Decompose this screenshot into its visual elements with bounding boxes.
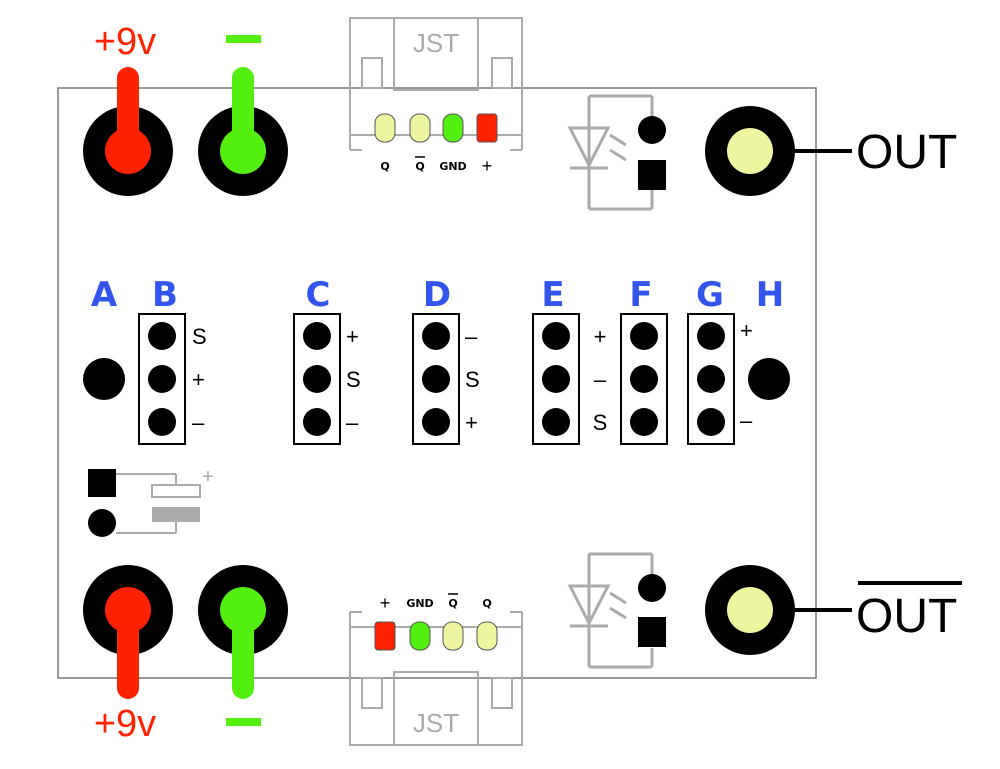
jst-bottom-pin-qbar [442,621,464,651]
jst-top-label: JST [413,28,459,58]
capacitor-polarity-label: + [202,466,214,488]
jst-bottom-pin-q [476,621,498,651]
header-e-label-3: S [593,410,608,435]
led-top-pin-square [638,160,666,190]
led-symbol-top [567,94,654,211]
header-b-frame [138,313,186,445]
jst-top-pin-qbar [409,113,431,143]
header-g-label-1: + [740,318,753,343]
header-c-pin-3 [303,408,331,436]
jst-bottom-pins [374,621,498,651]
output-jack-top-pad [727,128,773,174]
power-bottom-minus-mark [226,718,261,726]
header-c-frame [293,313,341,445]
header-g-letter: G [696,275,724,315]
jst-top-label-gnd: GND [439,160,466,173]
header-c-letter: C [306,275,331,315]
jst-bottom-pin-gnd [409,621,431,651]
header-g-frame [687,313,735,445]
header-e-pin-1 [542,322,570,350]
led-bottom-pin-square [638,617,666,647]
header-d-label-1: – [465,324,478,349]
header-b-pin-2 [148,365,176,393]
header-c-label-2: S [346,367,361,392]
header-d-frame [412,313,460,445]
header-g-pin-1 [697,322,725,350]
jst-top-label-plus: + [482,156,493,176]
header-h-pad [748,358,790,400]
led-symbol-bottom [567,552,654,669]
header-d-label-3: + [465,410,478,435]
header-f-letter: F [629,275,652,315]
capacitor-negative-plate [152,507,200,522]
header-d-label-2: S [465,367,480,392]
header-e-pin-3 [542,408,570,436]
header-d-pin-3 [422,408,450,436]
header-d-letter: D [423,275,451,315]
header-e-pin-2 [542,365,570,393]
header-f-frame [620,313,668,445]
header-c-label-1: + [346,324,359,349]
header-e-frame [532,313,580,445]
header-g-pin-2 [697,365,725,393]
header-b-pin-3 [148,408,176,436]
header-c-pin-1 [303,322,331,350]
jst-top-label-q: Q [380,160,389,173]
jst-top-pin-plus [476,113,498,143]
capacitor-pin-square [88,469,116,497]
header-b-label-3: – [192,410,205,435]
jst-bottom-label-plus: + [380,593,391,613]
power-top-minus-mark [226,35,261,43]
capacitor-pin-round [88,509,116,537]
jst-top-pin-q [374,113,396,143]
header-b-label-2: + [192,367,205,392]
header-g-pin-3 [697,408,725,436]
header-e-label-2: – [594,367,607,392]
header-g-label-3: – [740,408,753,433]
header-a-pad [83,358,125,400]
header-e-letter: E [541,275,564,315]
jst-bottom-label-q: Q [482,597,491,610]
header-c-pin-2 [303,365,331,393]
power-bottom-minus-label: – [243,759,244,761]
led-top-pin-round [638,116,666,144]
power-top-plus-label: +9v [94,21,156,63]
power-bottom-plus-label: +9v [94,703,156,745]
capacitor-symbol [116,473,201,534]
jst-top-label-qbar: Q [415,160,424,173]
jst-bottom-label-gnd: GND [406,597,433,610]
header-b-letter: B [152,275,178,315]
jst-connector-bottom [349,611,523,746]
output-jack-bottom-pad [727,587,773,633]
header-e-label-1: + [594,324,607,349]
jst-bottom-pin-plus [374,621,396,651]
header-h-letter: H [756,275,784,315]
led-bottom-pin-round [638,574,666,602]
output-top-label: OUT [856,126,957,179]
jst-bottom-label: JST [413,708,459,738]
header-b-pin-1 [148,322,176,350]
header-d-pin-2 [422,365,450,393]
header-f-pin-2 [630,365,658,393]
power-top-minus-label: – [243,29,244,31]
header-b-label-1: S [192,324,207,349]
header-f-pin-3 [630,408,658,436]
header-a-letter: A [91,275,118,315]
jst-connector-top [349,17,523,151]
jst-top-pin-gnd [442,113,464,143]
header-d-pin-1 [422,322,450,350]
output-bottom-label: OUT [856,590,957,643]
jst-top-pins [374,113,498,143]
jst-bottom-label-qbar: Q [448,597,457,610]
header-f-pin-1 [630,322,658,350]
header-c-label-3: – [346,410,359,435]
